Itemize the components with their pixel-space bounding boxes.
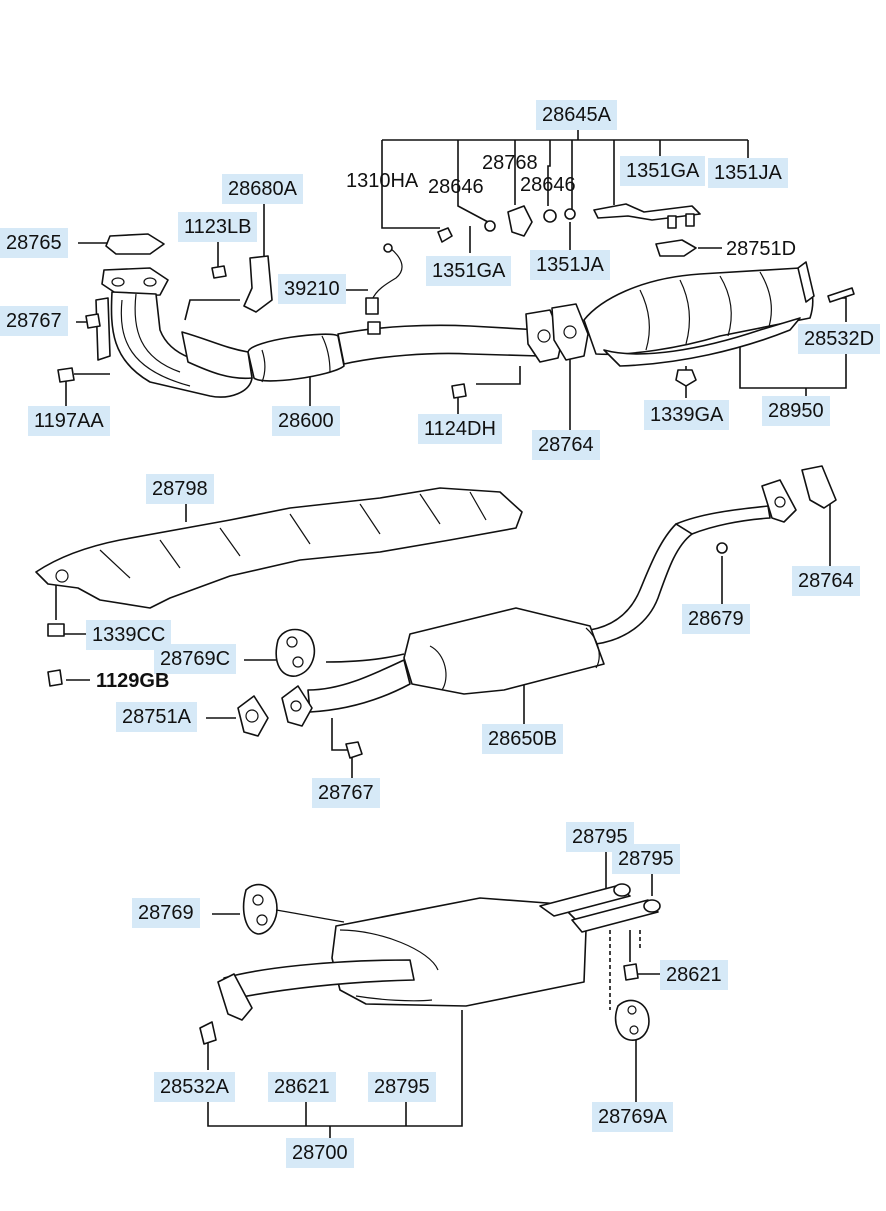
part-label-28646-left[interactable]: 28646	[428, 176, 484, 198]
part-label-28764-mid[interactable]: 28764	[792, 566, 860, 596]
part-label-28621-bottom[interactable]: 28621	[268, 1072, 336, 1102]
part-label-1197AA[interactable]: 1197AA	[28, 406, 110, 436]
part-label-28768[interactable]: 28768	[482, 152, 538, 174]
part-label-28679[interactable]: 28679	[682, 604, 750, 634]
part-label-1129GB[interactable]: 1129GB	[96, 670, 170, 692]
part-label-1123LB[interactable]: 1123LB	[178, 212, 258, 242]
part-label-1351JA-top[interactable]: 1351JA	[708, 158, 788, 188]
part-label-1339GA[interactable]: 1339GA	[644, 400, 730, 430]
part-label-28645A[interactable]: 28645A	[536, 100, 617, 130]
part-label-1351GA[interactable]: 1351GA	[426, 256, 512, 286]
part-label-1351GA-top[interactable]: 1351GA	[620, 156, 706, 186]
part-label-28532D[interactable]: 28532D	[798, 324, 881, 354]
part-label-28765[interactable]: 28765	[0, 228, 68, 258]
center-muffler-assembly	[35, 465, 837, 759]
front-pipe-assembly	[57, 203, 855, 399]
part-label-28769[interactable]: 28769	[132, 898, 200, 928]
part-label-28751A[interactable]: 28751A	[116, 702, 197, 732]
part-label-1351JA[interactable]: 1351JA	[530, 250, 610, 280]
part-label-28769C[interactable]: 28769C	[154, 644, 237, 674]
part-label-1339CC[interactable]: 1339CC	[86, 620, 172, 650]
part-label-28600[interactable]: 28600	[272, 406, 340, 436]
part-label-28751D[interactable]: 28751D	[726, 238, 797, 260]
part-label-28767-top[interactable]: 28767	[0, 306, 68, 336]
part-label-1310HA[interactable]: 1310HA	[346, 170, 419, 192]
part-label-28621-right[interactable]: 28621	[660, 960, 728, 990]
part-label-28764-top[interactable]: 28764	[532, 430, 600, 460]
part-label-28680A[interactable]: 28680A	[222, 174, 303, 204]
part-label-28769A[interactable]: 28769A	[592, 1102, 673, 1132]
part-label-28650B[interactable]: 28650B	[482, 724, 563, 754]
part-label-28795-bottom[interactable]: 28795	[368, 1072, 436, 1102]
part-label-28798[interactable]: 28798	[146, 474, 214, 504]
part-label-28532A[interactable]: 28532A	[154, 1072, 235, 1102]
part-label-28767-mid[interactable]: 28767	[312, 778, 380, 808]
part-label-28795-b[interactable]: 28795	[612, 844, 680, 874]
main-muffler-assembly	[199, 883, 661, 1045]
part-label-28646-right[interactable]: 28646	[520, 174, 576, 196]
part-label-39210[interactable]: 39210	[278, 274, 346, 304]
part-label-1124DH[interactable]: 1124DH	[418, 414, 502, 444]
part-label-28950[interactable]: 28950	[762, 396, 830, 426]
part-label-28795-a[interactable]: 28795	[566, 822, 634, 852]
part-label-28700[interactable]: 28700	[286, 1138, 354, 1168]
